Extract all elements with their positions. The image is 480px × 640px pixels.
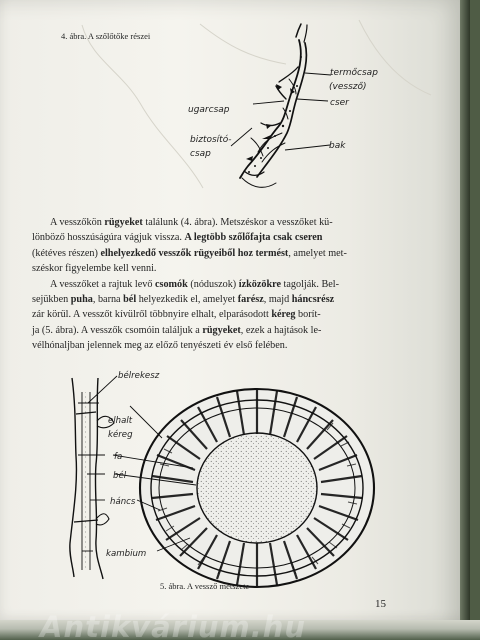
text-line: zár körül. A vesszőt kívülről többnyire …	[32, 307, 396, 322]
text-line: ja (5. ábra). A vesszők csomóin találjuk…	[32, 323, 396, 338]
text-fragment: találunk (4. ábra). Metszéskor a vesszők…	[142, 217, 333, 228]
bold-term: rügyeket	[202, 324, 241, 336]
bel-label: bél	[113, 470, 127, 481]
kambium-label: kambium	[106, 549, 146, 559]
bold-term: kéreg	[271, 309, 296, 321]
vine-stock-drawing	[239, 23, 308, 188]
figure-4-vine-diagram: termőcsap (vessző) cser ugarcsap biztosí…	[81, 19, 432, 189]
kereg-label: kéreg	[108, 429, 133, 440]
figure-4-caption: 4. ábra. A szőlőtőke részei	[61, 31, 151, 41]
fa-label: fa	[114, 452, 122, 462]
belrekesz-label: bélrekesz	[118, 370, 160, 381]
text-fragment: (kétéves részen)	[32, 247, 101, 259]
text-line: A vesszőket a rajtuk levő csomók (nódusz…	[32, 277, 396, 292]
ugarcsap-label: ugarcsap	[188, 105, 230, 115]
text-line: A vesszőkön rügyeket találunk (4. ábra).…	[32, 215, 396, 230]
bold-term: ízközökre	[238, 278, 281, 290]
bold-term: elhelyezkedő vesszők rügyeiből hoz termé…	[100, 247, 289, 259]
text-fragment: , amelyet met-	[288, 247, 347, 259]
faint-background-vine-lines	[81, 19, 432, 189]
text-line: széskor figyelembe kell venni.	[32, 263, 157, 275]
csap-label: csap	[190, 149, 211, 159]
bold-term: puha	[70, 293, 93, 305]
bold-term: csomók	[154, 278, 188, 290]
figure-5-caption: 5. ábra. A vessző metszete	[160, 581, 250, 591]
figure-5-leader-lines	[78, 375, 197, 552]
text-line: sejükben puha, barna bél helyezkedik el,…	[32, 292, 396, 307]
watermark: Antikvárium.hu	[40, 610, 307, 640]
text-fragment: , majd	[263, 293, 292, 305]
text-fragment: (nóduszok)	[187, 278, 239, 290]
text-fragment: helyezkedik el, amelyet	[136, 293, 238, 305]
hancs-label: háncs	[110, 497, 136, 507]
text-fragment: , ezek a hajtások le-	[240, 324, 322, 336]
bold-term: farész	[237, 293, 264, 305]
vine-bark-texture	[246, 56, 302, 173]
termocsap-label: termőcsap	[330, 68, 378, 78]
text-fragment: borít-	[295, 309, 321, 321]
cross-section-drawing	[138, 387, 376, 589]
vesszo-label: (vessző)	[329, 82, 367, 92]
text-fragment: A vesszőkön	[50, 217, 105, 228]
text-fragment: zár körül. A vesszőt kívülről többnyire …	[32, 309, 272, 321]
radial-vessel-lines	[151, 389, 363, 587]
book-page: 4. ábra. A szőlőtőke részei	[0, 0, 470, 630]
text-fragment: sejükben	[32, 293, 71, 305]
text-line: lönböző hosszúságúra vágjuk vissza. A le…	[32, 230, 396, 245]
bold-term: A legtöbb szőlőfajta csak cseren	[184, 232, 323, 244]
bottom-scan-band	[0, 620, 480, 640]
bark-hatching	[157, 422, 358, 575]
text-fragment: A vesszőket a rajtuk levő	[50, 278, 155, 290]
text-fragment: lönböző hosszúságúra vágjuk vissza.	[32, 232, 185, 244]
text-line: (kétéves részen) elhelyezkedő vesszők rü…	[32, 246, 396, 261]
bak-label: bak	[329, 141, 346, 151]
figure-5-cane-section-diagram: bélrekesz elhalt kéreg fa bél háncs kamb…	[69, 370, 376, 589]
bold-term: rügyeket	[104, 217, 143, 228]
figure-4-leader-lines	[230, 72, 332, 151]
bold-term: bél	[123, 293, 137, 305]
elhalt-label: elhalt	[108, 416, 133, 426]
main-text-block: A vesszőkön rügyeket találunk (4. ábra).…	[32, 215, 396, 354]
text-fragment: tagolják. Bel-	[281, 278, 339, 290]
text-line: vélhónaljban jelennek meg az előző tenyé…	[32, 340, 288, 352]
longitudinal-cane-section	[69, 377, 115, 580]
cser-label: cser	[330, 98, 350, 108]
bold-term: háncsrész	[291, 293, 335, 305]
page-number: 15	[375, 598, 386, 610]
text-fragment: , barna	[92, 293, 124, 305]
biztosito-label: biztosító-	[190, 134, 231, 145]
text-fragment: ja (5. ábra). A vesszők csomóin találjuk…	[32, 324, 203, 336]
page-edge-shadow	[460, 0, 470, 630]
